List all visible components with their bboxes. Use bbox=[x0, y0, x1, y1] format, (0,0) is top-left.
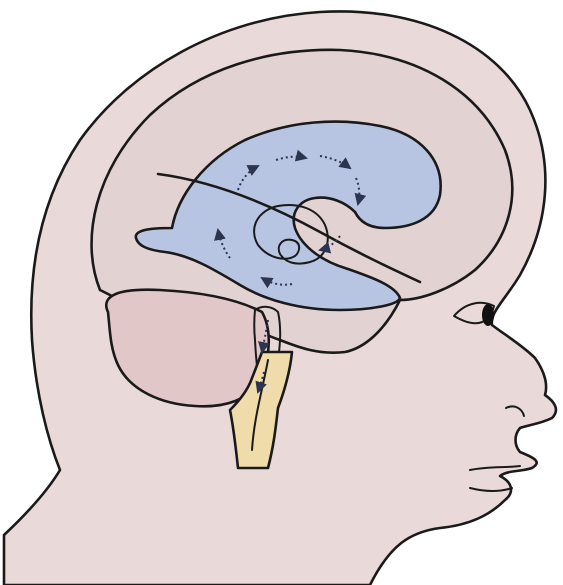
pupil bbox=[482, 304, 494, 326]
